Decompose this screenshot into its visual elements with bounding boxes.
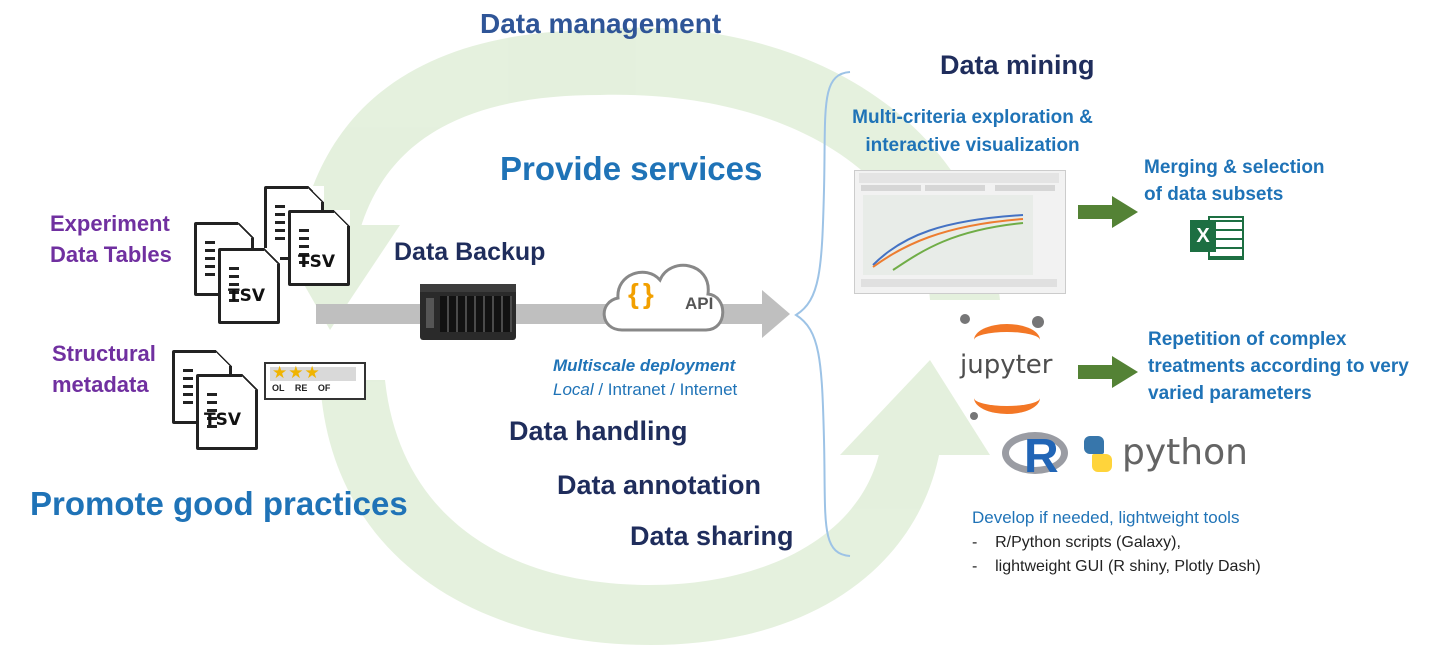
flow-arrow-head	[726, 290, 790, 338]
cloud-api-icon	[602, 263, 725, 332]
excel-icon: X	[1190, 214, 1244, 260]
document-icon	[288, 210, 350, 286]
data-mining-heading: Data mining	[940, 50, 1095, 80]
tsv-label: TSV	[228, 286, 265, 306]
deployment-local: Local	[553, 380, 594, 399]
merging-line2: of data subsets	[1144, 184, 1284, 205]
develop-item: - lightweight GUI (R shiny, Plotly Dash)	[972, 558, 1261, 576]
tsv-label: TSV	[298, 252, 335, 272]
green-arrow-icon	[1078, 356, 1138, 388]
structural-label-line2: metadata	[52, 372, 149, 397]
jupyter-word: jupyter	[960, 350, 1053, 380]
r-letter: R	[1024, 430, 1059, 483]
repetition-line1: Repetition of complex	[1148, 329, 1347, 350]
data-management-heading: Data management	[480, 8, 722, 39]
green-arrow-icon	[1078, 196, 1138, 228]
merging-label: Merging & selection of data subsets	[1144, 154, 1325, 208]
deployment-rest: / Intranet / Internet	[593, 380, 738, 399]
experiment-data-tables-label: Experiment Data Tables	[50, 208, 172, 270]
repetition-line2: treatments according to very	[1148, 356, 1409, 377]
develop-dash: -	[972, 534, 978, 551]
structural-metadata-label: Structural metadata	[52, 338, 156, 400]
develop-item-text: lightweight GUI (R shiny, Plotly Dash)	[995, 558, 1261, 575]
service-data-sharing: Data sharing	[630, 521, 794, 551]
document-icon	[218, 248, 280, 324]
stars-badge-icon: ★★★ OL RE OF	[264, 362, 366, 400]
exploration-label: Multi-criteria exploration & interactive…	[845, 104, 1100, 160]
deployment-title: Multiscale deployment	[553, 356, 736, 375]
api-braces: {}	[628, 278, 658, 309]
server-icon	[420, 284, 516, 340]
star-label-of: OF	[317, 383, 331, 393]
exploration-line2: interactive visualization	[865, 135, 1080, 156]
provide-services-heading: Provide services	[500, 150, 763, 187]
document-icon	[196, 374, 258, 450]
develop-item: - R/Python scripts (Galaxy),	[972, 534, 1181, 552]
visualization-screenshot	[854, 170, 1066, 294]
service-data-annotation: Data annotation	[557, 470, 762, 500]
curly-brace	[794, 71, 851, 557]
excel-letter: X	[1190, 220, 1216, 252]
structural-label-line1: Structural	[52, 341, 156, 366]
repetition-line3: varied parameters	[1148, 383, 1312, 404]
service-data-handling: Data handling	[509, 416, 688, 446]
data-backup-label: Data Backup	[394, 238, 546, 266]
experiment-label-line2: Data Tables	[50, 242, 172, 267]
r-logo-icon: R	[1002, 428, 1072, 484]
mini-chart	[863, 195, 1033, 275]
develop-item-text: R/Python scripts (Galaxy),	[995, 534, 1181, 551]
merging-line1: Merging & selection	[1144, 157, 1325, 178]
python-word: python	[1122, 432, 1248, 473]
python-logo-icon	[1080, 436, 1116, 472]
api-label: API	[685, 294, 714, 313]
jupyter-icon: jupyter	[956, 312, 1056, 424]
tsv-label: TSV	[204, 410, 241, 430]
develop-title: Develop if needed, lightweight tools	[972, 508, 1240, 527]
exploration-line1: Multi-criteria exploration &	[852, 107, 1093, 128]
star-label-ol: OL	[272, 383, 285, 393]
develop-dash: -	[972, 558, 978, 575]
repetition-label: Repetition of complex treatments accordi…	[1148, 326, 1409, 407]
star-label-re: RE	[294, 383, 308, 393]
deployment-scope: Local / Intranet / Internet	[553, 380, 737, 400]
promote-good-practices-heading: Promote good practices	[30, 485, 408, 522]
experiment-label-line1: Experiment	[50, 211, 170, 236]
